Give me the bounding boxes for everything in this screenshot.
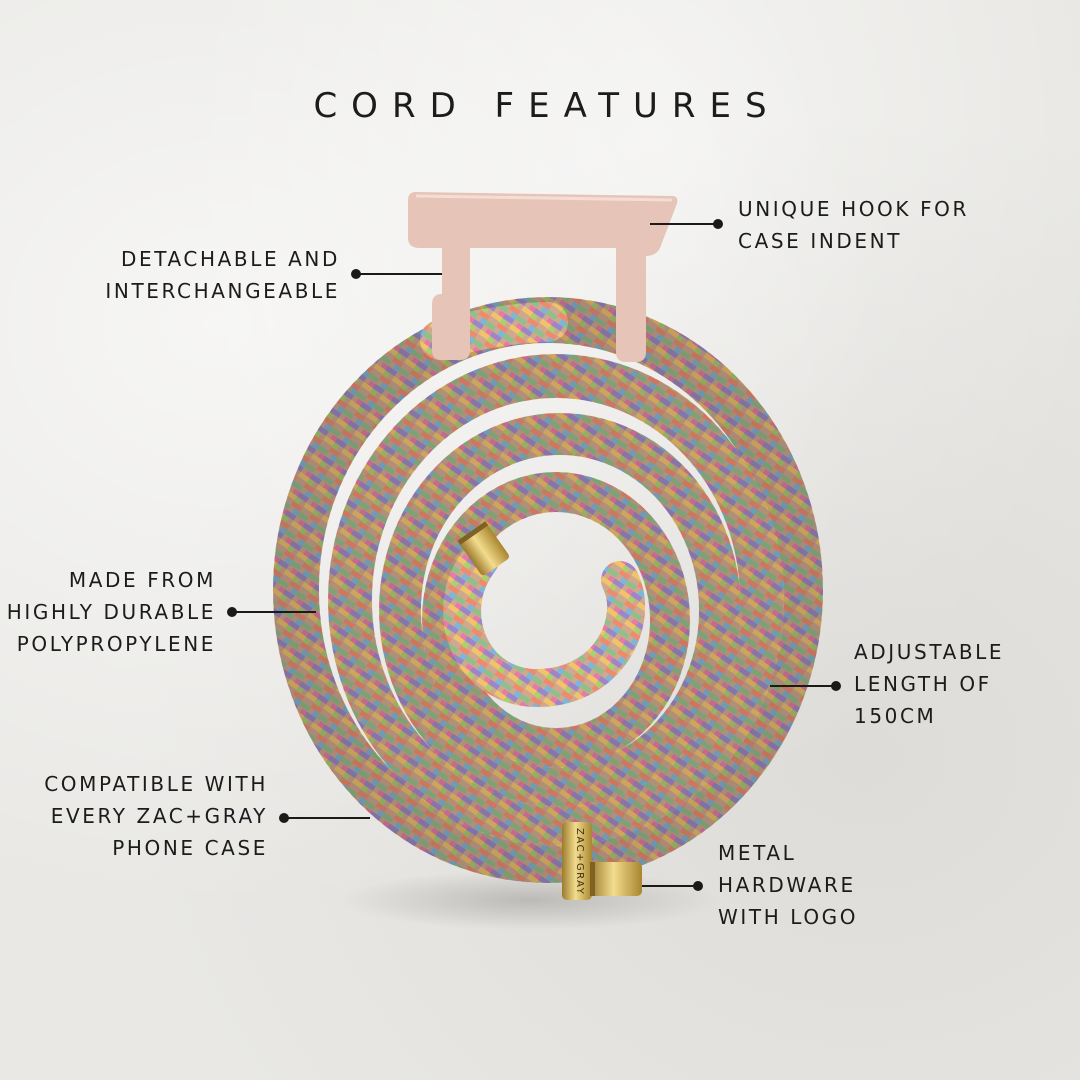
hardware-logo: ZAC+GRAY	[574, 828, 585, 895]
hook-clip	[408, 192, 678, 362]
feature-hook: UNIQUE HOOK FOR CASE INDENT	[738, 197, 970, 253]
callout-dot-compatible	[279, 813, 289, 823]
coiled-rope	[273, 297, 823, 883]
callout-dot-length	[831, 681, 841, 691]
feature-length: ADJUSTABLE LENGTH OF 150CM	[854, 640, 1005, 728]
callout-dot-material	[227, 607, 237, 617]
page-title: CORD FEATURES	[313, 86, 781, 126]
feature-compatible: COMPATIBLE WITH EVERY ZAC+GRAY PHONE CAS…	[44, 772, 268, 860]
feature-material: MADE FROM HIGHLY DURABLE POLYPROPYLENE	[6, 568, 216, 656]
callout-dot-hook	[713, 219, 723, 229]
feature-detachable: DETACHABLE AND INTERCHANGEABLE	[105, 247, 340, 303]
end-cap-inner	[457, 521, 509, 576]
metal-hardware: ZAC+GRAY	[562, 822, 642, 900]
callout-dot-hardware	[693, 881, 703, 891]
feature-hardware: METAL HARDWARE WITH LOGO	[718, 841, 859, 929]
callout-dot-detachable	[351, 269, 361, 279]
